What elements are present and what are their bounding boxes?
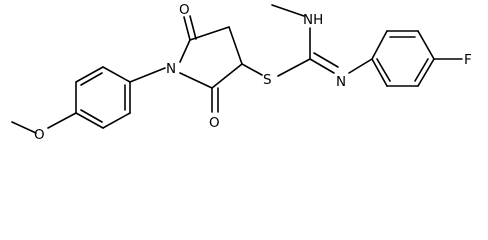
bond xyxy=(102,66,131,83)
atom-label-nh-methyl: NH xyxy=(303,12,323,28)
fluorophenyl-ring xyxy=(371,30,435,87)
atom-label-o-bottom: O xyxy=(209,115,220,131)
bond xyxy=(277,58,311,77)
bond xyxy=(313,52,339,68)
atom-label-s-link: S xyxy=(263,72,272,88)
bond xyxy=(179,39,191,63)
bond xyxy=(183,16,191,41)
atom-label-o-methoxy: O xyxy=(34,127,45,143)
bond xyxy=(348,58,373,74)
bond xyxy=(371,58,388,87)
bond xyxy=(309,58,335,74)
bond xyxy=(129,67,166,83)
bond xyxy=(189,15,197,40)
bond xyxy=(179,72,213,89)
bond xyxy=(241,63,263,76)
bond xyxy=(102,112,131,129)
bond xyxy=(75,66,104,83)
bond xyxy=(75,112,104,129)
atom-label-n-imine: N xyxy=(336,74,346,90)
bond xyxy=(11,121,37,134)
methoxyphenyl-ring xyxy=(75,66,131,129)
aromatic-inner-bond xyxy=(80,109,103,123)
aromatic-inner-bond xyxy=(414,58,429,82)
atom-label-o-top: O xyxy=(179,2,190,18)
atom-label-f-sub: F xyxy=(464,52,472,68)
bond xyxy=(417,30,435,60)
structure-canvas: O N O O S NH N F xyxy=(11,2,472,143)
aromatic-inner-bond xyxy=(376,58,391,82)
bond xyxy=(371,30,388,60)
atom-label-n-ring: N xyxy=(166,61,176,77)
bond xyxy=(228,26,243,65)
bond xyxy=(211,63,243,89)
chemical-structure-diagram: O N O O S NH N F xyxy=(11,2,472,143)
bond xyxy=(47,112,77,129)
aromatic-inner-bond xyxy=(80,72,103,86)
bond xyxy=(271,4,305,17)
bond xyxy=(417,58,435,87)
